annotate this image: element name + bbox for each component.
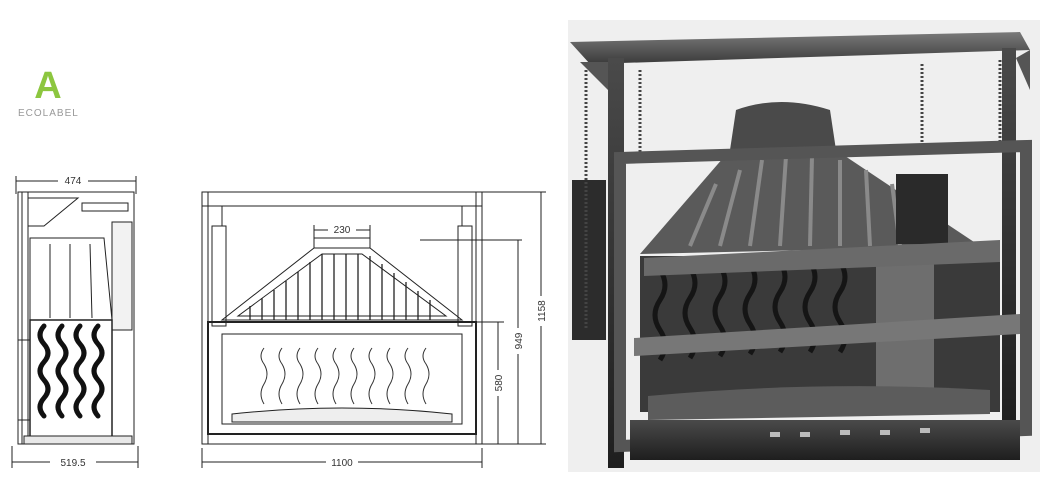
ecolabel-text: ECOLABEL bbox=[18, 108, 79, 119]
log-rest bbox=[648, 386, 990, 420]
front-width-label: 1100 bbox=[331, 458, 353, 469]
lift-frame-top bbox=[570, 32, 1030, 64]
lift-frame-post-right bbox=[1002, 48, 1016, 428]
door-frame-bar bbox=[634, 314, 1020, 356]
flue-collar bbox=[730, 102, 836, 150]
base bbox=[630, 420, 1020, 460]
ecolabel-letter: A bbox=[34, 65, 62, 107]
front-view-drawing bbox=[201, 191, 546, 468]
side-top-width-label: 474 bbox=[65, 176, 82, 187]
product-photo bbox=[568, 20, 1040, 472]
front-top-opening-label: 230 bbox=[334, 225, 351, 236]
front-frame-height-label: 949 bbox=[514, 332, 525, 349]
ecolabel-badge: A ECOLABEL bbox=[18, 66, 78, 119]
side-bottom-width-label: 519.5 bbox=[60, 458, 85, 469]
front-total-height-label: 1158 bbox=[537, 300, 548, 322]
side-view-drawing bbox=[11, 176, 139, 468]
front-glass-height-label: 580 bbox=[494, 374, 505, 391]
door-frame-top bbox=[644, 240, 1000, 276]
lift-frame-outer bbox=[614, 139, 1032, 453]
